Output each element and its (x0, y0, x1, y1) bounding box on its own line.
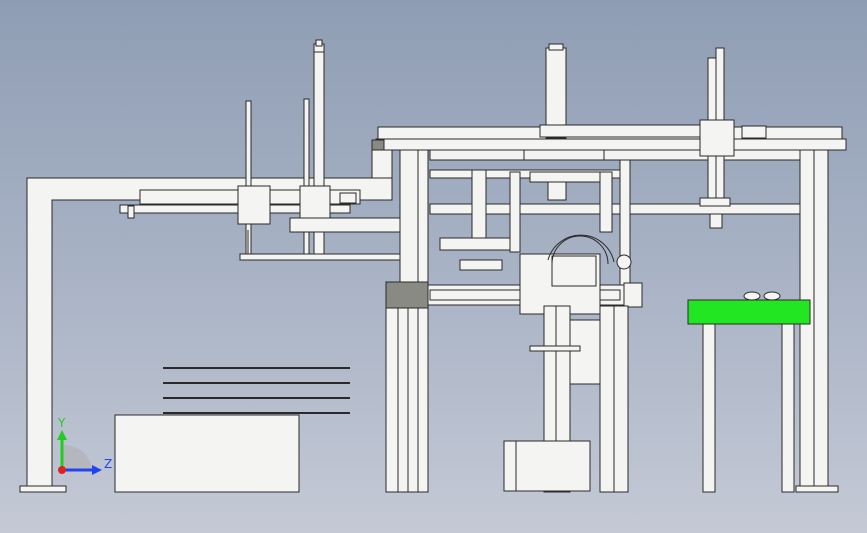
main-cylinder[interactable] (385, 281, 643, 309)
green-tabletop[interactable] (687, 299, 811, 325)
top-cylinders[interactable] (523, 43, 767, 229)
plate-stack[interactable] (163, 367, 350, 414)
origin-icon (58, 466, 66, 474)
green-table[interactable] (687, 291, 811, 493)
base-box[interactable] (114, 414, 300, 493)
triad-quadrant (62, 444, 92, 470)
y-axis-label: Y (57, 416, 66, 430)
lift-column[interactable] (503, 305, 629, 493)
z-axis-label: Z (104, 457, 112, 471)
coordinate-triad: Y Z (57, 416, 112, 475)
left-cylinder[interactable] (119, 185, 411, 261)
motor-assembly[interactable] (519, 234, 632, 315)
